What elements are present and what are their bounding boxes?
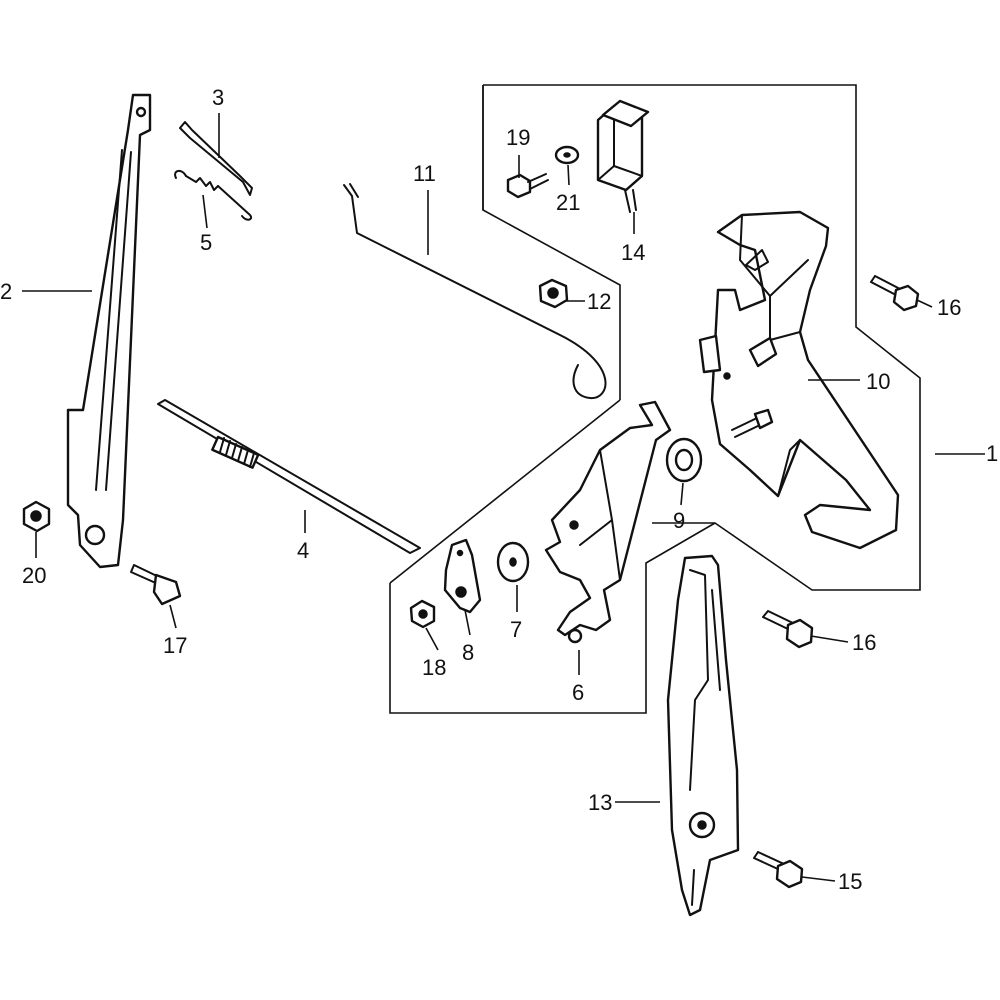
callout-11: 11 [413, 161, 436, 186]
part-19-bolt [506, 173, 549, 199]
callout-15: 15 [838, 869, 862, 894]
part-3-clip [179, 121, 253, 196]
callout-4: 4 [297, 538, 309, 563]
part-6-lever [544, 400, 672, 644]
callout-2: 2 [0, 279, 12, 304]
callout-5: 5 [200, 230, 212, 255]
part-16-bolt-lower [762, 610, 814, 649]
part-12-nut [538, 278, 569, 309]
callout-3: 3 [212, 85, 224, 110]
callout-19: 19 [506, 125, 530, 150]
part-18-nut [409, 599, 436, 629]
callout-13: 13 [588, 790, 612, 815]
callout-20: 20 [22, 563, 46, 588]
part-4-rod [157, 399, 421, 554]
part-9-washer [665, 437, 703, 483]
callout-6: 6 [572, 680, 584, 705]
part-17-bolt [130, 564, 182, 606]
part-5-spring [174, 170, 252, 221]
subassembly-outline [389, 85, 716, 714]
callout-7: 7 [510, 617, 522, 642]
callout-8: 8 [462, 640, 474, 665]
part-16-bolt-upper [870, 275, 920, 312]
callout-10: 10 [866, 369, 890, 394]
part-13-plate [666, 554, 740, 917]
part-7-washer [496, 541, 530, 583]
part-20-nut [22, 500, 51, 533]
part-11-rod [343, 183, 607, 400]
part-10-bracket [698, 210, 900, 550]
callout-1: 1 [986, 441, 998, 466]
callout-14: 14 [621, 240, 645, 265]
leader-lines [22, 113, 985, 882]
part-21-washer [554, 145, 580, 165]
callout-9: 9 [673, 508, 685, 533]
part-15-bolt [753, 851, 804, 889]
callout-21: 21 [556, 190, 580, 215]
bracket-bolt [731, 408, 774, 438]
part-2-arm [66, 93, 152, 569]
callout-18: 18 [422, 655, 446, 680]
callout-17: 17 [163, 633, 187, 658]
callout-12: 12 [587, 289, 611, 314]
callout-16-upper: 16 [937, 295, 961, 320]
callout-16-lower: 16 [852, 630, 876, 655]
part-8-small-lever [443, 538, 482, 614]
part-14-switch [596, 99, 650, 213]
callout-labels: 1 2 3 4 5 6 7 8 9 10 11 12 13 14 15 16 1… [0, 85, 998, 894]
